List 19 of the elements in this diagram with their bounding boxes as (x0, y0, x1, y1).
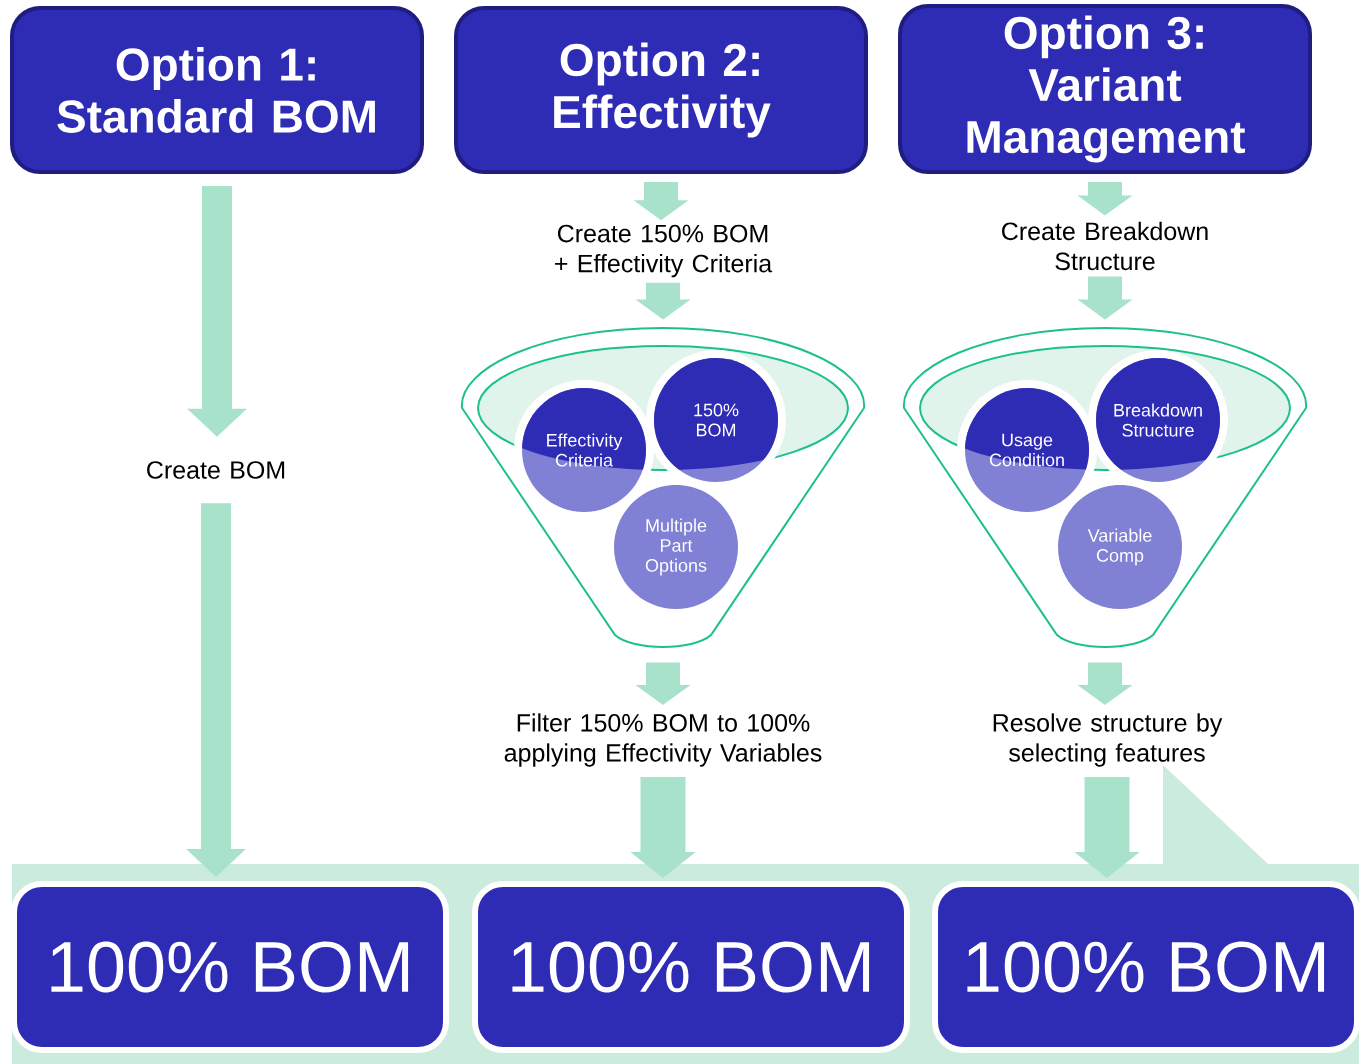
circle-node: Effectivity Criteria (514, 380, 654, 520)
header-box: Option 3: Variant Management (898, 4, 1312, 174)
node-label: 150% BOM (694, 403, 739, 437)
circle-node: Usage Condition (957, 380, 1097, 520)
result-box: 100% BOM (472, 881, 910, 1053)
step-text: Create BOM (147, 461, 285, 479)
node-label: Effectivity Criteria (547, 433, 623, 467)
step-text: Filter 150% BOM to 100% applying Effectivity Variables (504, 713, 822, 767)
result-box: 100% BOM (932, 881, 1359, 1053)
step-text: Create Breakdown Structure (1002, 221, 1208, 271)
result-box: 100% BOM (11, 881, 449, 1053)
circle-node: Breakdown Structure (1088, 350, 1228, 490)
circle-node: 150% BOM (646, 350, 786, 490)
node-label: Breakdown Structure (1114, 403, 1202, 437)
step-text: Create 150% BOM + Effectivity Criteria (555, 224, 773, 278)
step-text: Resolve structure by selecting features (993, 713, 1223, 767)
header-box: Option 1: Standard BOM (10, 6, 424, 174)
header-box: Option 2: Effectivity (454, 6, 868, 174)
node-label: Usage Condition (989, 433, 1064, 467)
